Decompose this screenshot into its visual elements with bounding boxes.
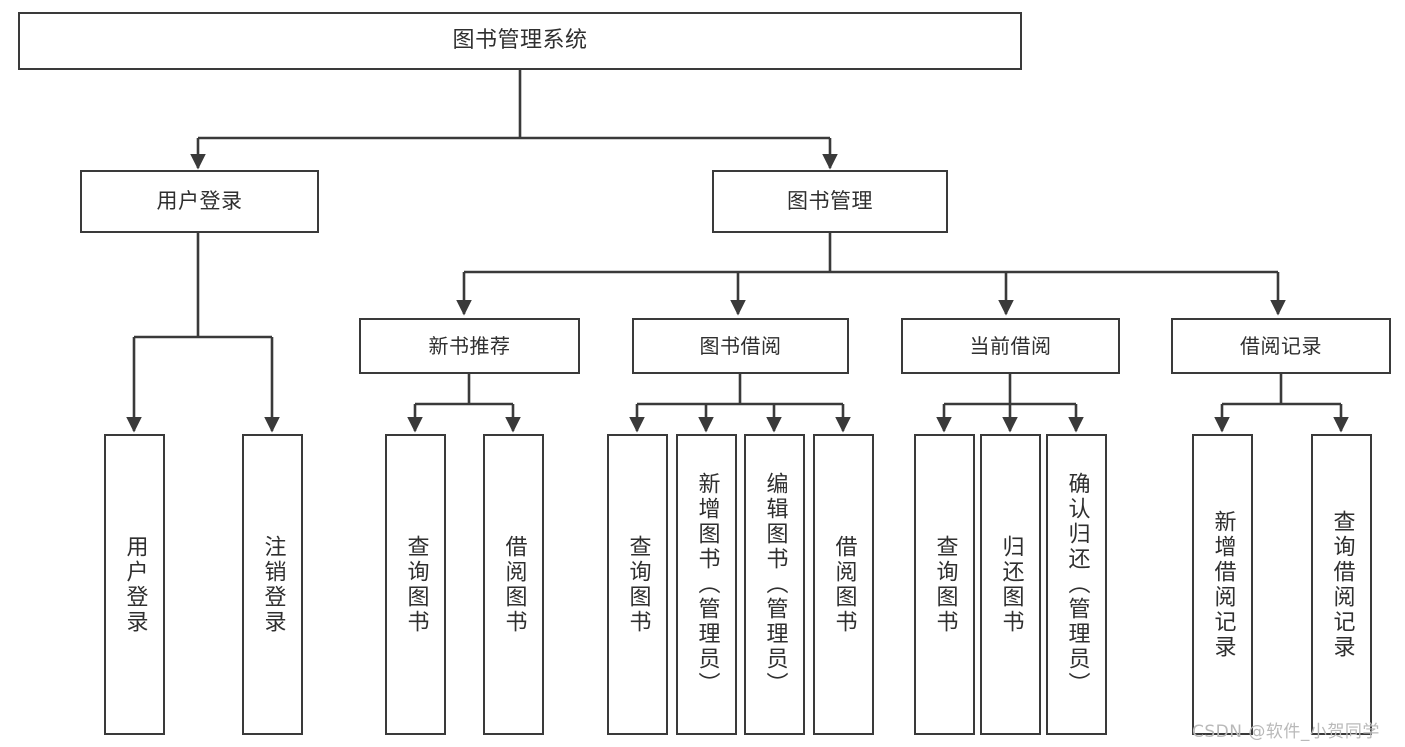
node-leaf-edit-book-label: 编辑图书（管理员） bbox=[762, 472, 788, 697]
node-leaf-query-book-2[interactable]: 查询图书 bbox=[607, 434, 668, 735]
watermark: CSDN @软件_小贺同学 bbox=[1192, 722, 1380, 742]
node-leaf-add-book[interactable]: 新增图书（管理员） bbox=[676, 434, 737, 735]
node-leaf-query-book-3-label: 查询图书 bbox=[932, 534, 958, 635]
node-current-borrow-label: 当前借阅 bbox=[969, 333, 1052, 358]
node-leaf-return-book[interactable]: 归还图书 bbox=[980, 434, 1041, 735]
node-leaf-add-record[interactable]: 新增借阅记录 bbox=[1192, 434, 1253, 735]
node-leaf-add-record-label: 新增借阅记录 bbox=[1210, 509, 1236, 660]
node-user-login[interactable]: 用户登录 bbox=[80, 170, 319, 233]
node-new-book-rec[interactable]: 新书推荐 bbox=[359, 318, 580, 374]
node-book-manage-label: 图书管理 bbox=[787, 188, 873, 213]
node-leaf-add-book-label: 新增图书（管理员） bbox=[694, 472, 720, 697]
node-leaf-user-login-label: 用户登录 bbox=[122, 534, 148, 635]
node-leaf-query-record[interactable]: 查询借阅记录 bbox=[1311, 434, 1372, 735]
node-leaf-borrow-book-1-label: 借阅图书 bbox=[501, 534, 527, 635]
node-root-label: 图书管理系统 bbox=[452, 27, 588, 53]
node-book-manage[interactable]: 图书管理 bbox=[712, 170, 948, 233]
node-leaf-query-book-3[interactable]: 查询图书 bbox=[914, 434, 975, 735]
node-leaf-logout[interactable]: 注销登录 bbox=[242, 434, 303, 735]
node-leaf-borrow-book-2[interactable]: 借阅图书 bbox=[813, 434, 874, 735]
node-leaf-return-book-label: 归还图书 bbox=[998, 534, 1024, 635]
node-leaf-query-record-label: 查询借阅记录 bbox=[1329, 509, 1355, 660]
node-borrow-record-label: 借阅记录 bbox=[1240, 333, 1322, 358]
node-leaf-borrow-book-1[interactable]: 借阅图书 bbox=[483, 434, 544, 735]
node-new-book-rec-label: 新书推荐 bbox=[428, 333, 511, 358]
node-leaf-edit-book[interactable]: 编辑图书（管理员） bbox=[744, 434, 805, 735]
node-leaf-query-book-2-label: 查询图书 bbox=[625, 534, 651, 635]
node-leaf-confirm-return[interactable]: 确认归还（管理员） bbox=[1046, 434, 1107, 735]
node-root[interactable]: 图书管理系统 bbox=[18, 12, 1022, 70]
node-leaf-confirm-return-label: 确认归还（管理员） bbox=[1064, 472, 1090, 697]
node-current-borrow[interactable]: 当前借阅 bbox=[901, 318, 1120, 374]
node-leaf-logout-label: 注销登录 bbox=[260, 534, 286, 635]
node-leaf-query-book-1[interactable]: 查询图书 bbox=[385, 434, 446, 735]
node-book-borrow[interactable]: 图书借阅 bbox=[632, 318, 849, 374]
node-leaf-user-login[interactable]: 用户登录 bbox=[104, 434, 165, 735]
node-borrow-record[interactable]: 借阅记录 bbox=[1171, 318, 1391, 374]
node-leaf-borrow-book-2-label: 借阅图书 bbox=[831, 534, 857, 635]
node-user-login-label: 用户登录 bbox=[156, 188, 243, 213]
node-book-borrow-label: 图书借阅 bbox=[699, 333, 782, 358]
node-leaf-query-book-1-label: 查询图书 bbox=[403, 534, 429, 635]
